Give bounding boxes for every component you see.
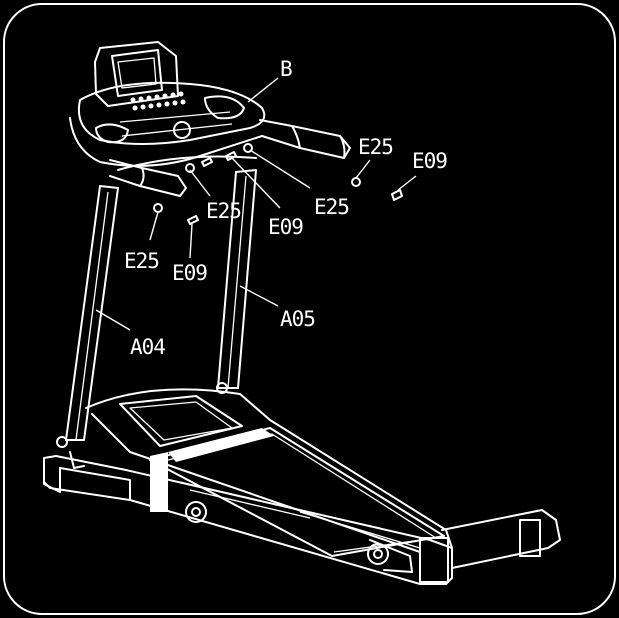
label-washer-e25-upper-right: E25 <box>358 135 393 159</box>
treadmill-deck <box>43 382 561 585</box>
leader-lines <box>95 77 417 331</box>
fastener-parts <box>153 143 403 225</box>
label-washer-e25-left: E25 <box>124 249 159 273</box>
label-bolt-e09-center: E09 <box>268 215 303 239</box>
label-washer-e25-center: E25 <box>206 199 241 223</box>
bolt-e09-upper-right <box>391 189 403 201</box>
washer-e25-left <box>153 203 163 213</box>
bolt-e09-inner <box>225 151 237 161</box>
label-bolt-e09-upper-right: E09 <box>412 149 447 173</box>
upright-right <box>217 169 257 389</box>
upright-left <box>65 185 119 441</box>
washer-e25-upper-right <box>351 177 361 187</box>
console <box>69 41 351 197</box>
label-washer-e25-mid-right: E25 <box>314 195 349 219</box>
bolt-e09-center <box>201 157 213 167</box>
washer-e25-mid-right <box>243 143 253 153</box>
washer-e25-center <box>185 163 195 173</box>
label-upright-a05: A05 <box>280 307 315 331</box>
upright-crossbar <box>117 155 257 171</box>
frame-border <box>3 3 616 615</box>
label-bolt-e09-left: E09 <box>172 261 207 285</box>
bolt-e09-left <box>187 215 199 225</box>
label-upright-a04: A04 <box>130 335 165 359</box>
label-console-b: B <box>280 57 292 81</box>
